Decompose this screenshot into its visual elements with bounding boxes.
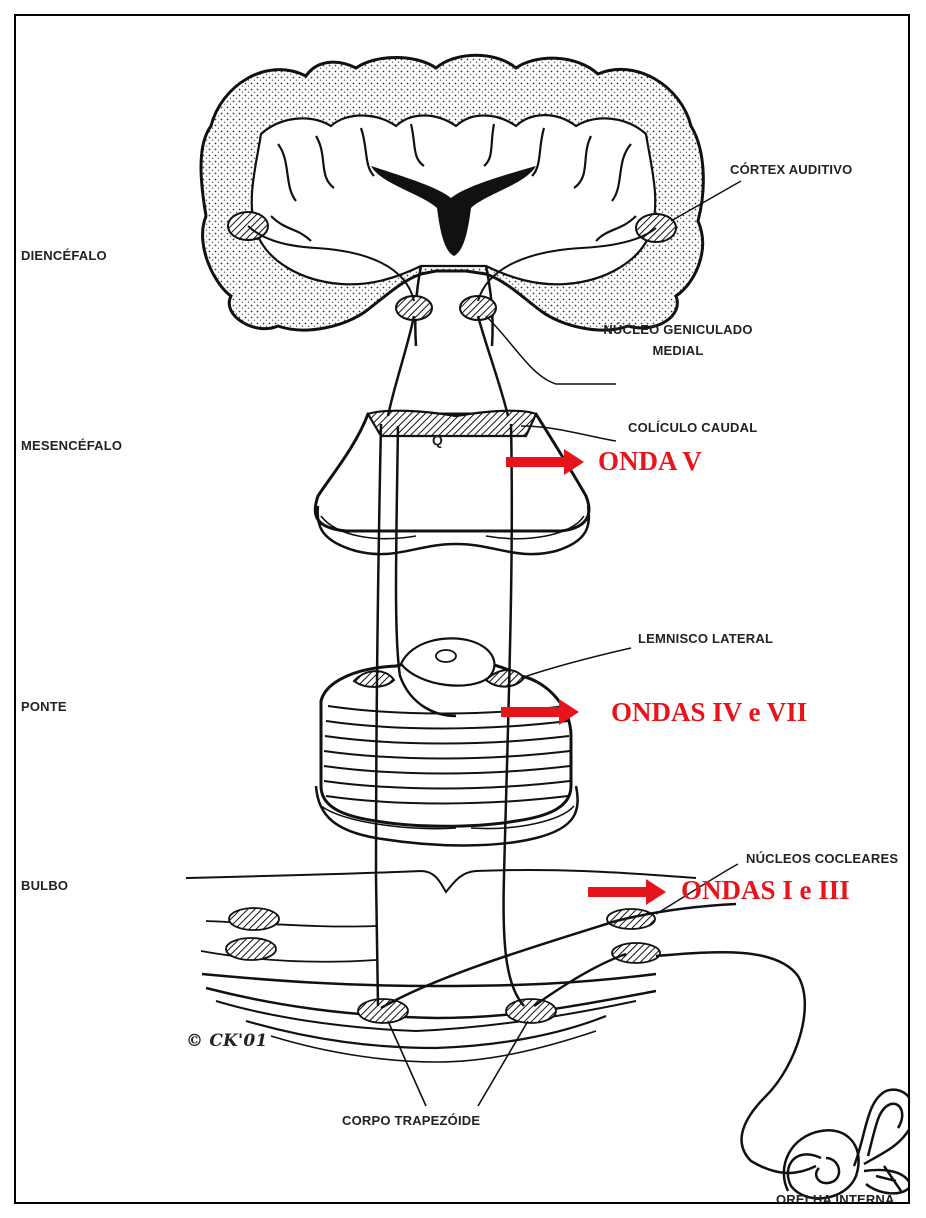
label-lemnisco-lateral: LEMNISCO LATERAL <box>638 631 773 646</box>
label-ondas-i-iii: ONDAS I e III <box>681 875 850 906</box>
auditory-pathway-illustration <box>16 16 910 1204</box>
label-nucleo-geniculado: NÚCLEO GENICULADO MEDIAL <box>598 322 758 358</box>
trapezoid-body-left <box>358 999 408 1023</box>
cochlear-nucleus-upper <box>607 909 655 929</box>
label-corpo-trapezoide: CORPO TRAPEZÓIDE <box>342 1113 480 1128</box>
label-cortex-auditivo: CÓRTEX AUDITIVO <box>730 162 852 177</box>
label-ponte: PONTE <box>21 699 67 714</box>
pons <box>316 638 631 845</box>
label-nucleo-geniculado-line1: NÚCLEO GENICULADO <box>598 322 758 337</box>
copyright-mark: © CK'01 <box>186 1031 268 1051</box>
trapezoid-body-right <box>506 999 556 1023</box>
label-diencefalo: DIENCÉFALO <box>21 248 107 263</box>
label-coliculo-caudal: COLÍCULO CAUDAL <box>628 420 757 435</box>
label-orelha-interna: ORELHA INTERNA <box>776 1192 895 1204</box>
arrow-ondas-i-iii <box>588 878 668 906</box>
label-ondas-iv-vii: ONDAS IV e VII <box>611 697 807 728</box>
auditory-nerve <box>656 952 816 1173</box>
label-nucleos-cocleares: NÚCLEOS COCLEARES <box>746 851 898 866</box>
cochlear-nucleus-lower <box>612 943 660 963</box>
arrow-ondas-iv-vii <box>501 698 581 726</box>
midbrain <box>315 411 616 554</box>
label-onda-v: ONDA V <box>598 446 702 477</box>
inner-ear <box>784 1090 910 1199</box>
figure-frame: DIENCÉFALO MESENCÉFALO PONTE BULBO CÓRTE… <box>14 14 910 1204</box>
colliculus-mark: Q <box>432 432 443 448</box>
label-bulbo: BULBO <box>21 878 68 893</box>
arrow-onda-v <box>506 448 586 476</box>
label-mesencefalo: MESENCÉFALO <box>21 438 122 453</box>
label-nucleo-geniculado-line2: MEDIAL <box>598 343 758 358</box>
